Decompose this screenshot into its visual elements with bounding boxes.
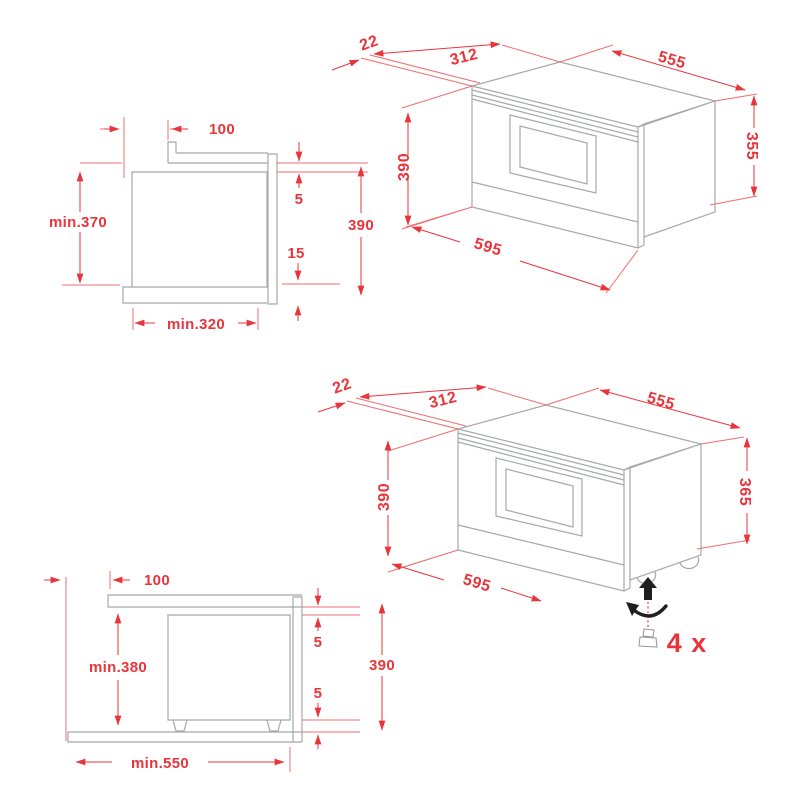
dim-line: [599, 389, 741, 429]
dim-depth-label: 312: [427, 389, 458, 412]
dim-body-height-label: 355: [743, 132, 760, 160]
dim-line: [391, 563, 445, 581]
feet-quantity-label: 4 x: [667, 628, 708, 658]
dim-width-label: 555: [656, 48, 688, 72]
dim-front-height-label: 390: [376, 483, 393, 511]
top-niche-side-view: 100 min.370 5 15 390 min.320: [49, 117, 374, 333]
dim-niche-width-label: min.550: [131, 755, 189, 772]
dim-front-width-label: 595: [461, 571, 493, 596]
dim-niche-height-label: min.370: [49, 214, 107, 231]
microwave-outline: [471, 61, 718, 249]
dim-bottom-clearance-label: 5: [314, 685, 323, 702]
up-arrow-icon: [639, 577, 657, 600]
dim-front-width-label: 595: [472, 235, 504, 260]
microwave-outline: [457, 404, 704, 592]
dim-line: [519, 260, 611, 291]
dim-top-clearance-label: 5: [295, 191, 304, 208]
dim-top-clearance-label: 5: [314, 634, 323, 651]
rotate-arrowhead-icon: [626, 602, 639, 616]
dim-line: [500, 587, 542, 602]
cabinet-section-outline: [122, 141, 278, 305]
dim-overhang-label: 100: [209, 121, 235, 138]
dim-total-height-label: 390: [348, 217, 374, 234]
dim-total-height-label: 390: [369, 657, 395, 674]
extension-lines: [346, 387, 751, 573]
dim-arrow: [331, 59, 360, 71]
dim-setback-label: 22: [330, 375, 353, 397]
dim-width-label: 555: [645, 389, 677, 413]
dim-line: [373, 41, 501, 57]
dim-line: [359, 384, 487, 400]
dim-line: [611, 50, 746, 91]
dim-line: [411, 226, 461, 243]
bottom-niche-side-view: 100 min.380 5 5 390 min.550: [44, 571, 395, 772]
foot-icon: [638, 628, 658, 648]
dim-arrow: [317, 402, 346, 413]
dim-depth-label: 312: [448, 46, 479, 69]
dim-front-height-label: 390: [396, 153, 413, 181]
dim-niche-width-label: min.320: [167, 316, 225, 333]
dim-bottom-clearance-label: 15: [287, 245, 304, 262]
extension-lines: [62, 117, 368, 330]
top-product-isometric-view: 390 22 312 555 355 595: [331, 32, 760, 294]
rotate-arrow-icon: [633, 604, 668, 618]
dim-overhang-label: 100: [144, 572, 170, 589]
dim-niche-height-label: min.380: [89, 659, 147, 676]
cabinet-section-outline: [67, 594, 303, 743]
dim-body-height-label: 365: [736, 478, 753, 506]
extension-lines: [65, 571, 360, 772]
dim-setback-label: 22: [357, 32, 380, 54]
extension-lines: [360, 44, 758, 294]
bottom-product-isometric-view: 390 22 312 555 365 595 4 x: [317, 375, 753, 658]
